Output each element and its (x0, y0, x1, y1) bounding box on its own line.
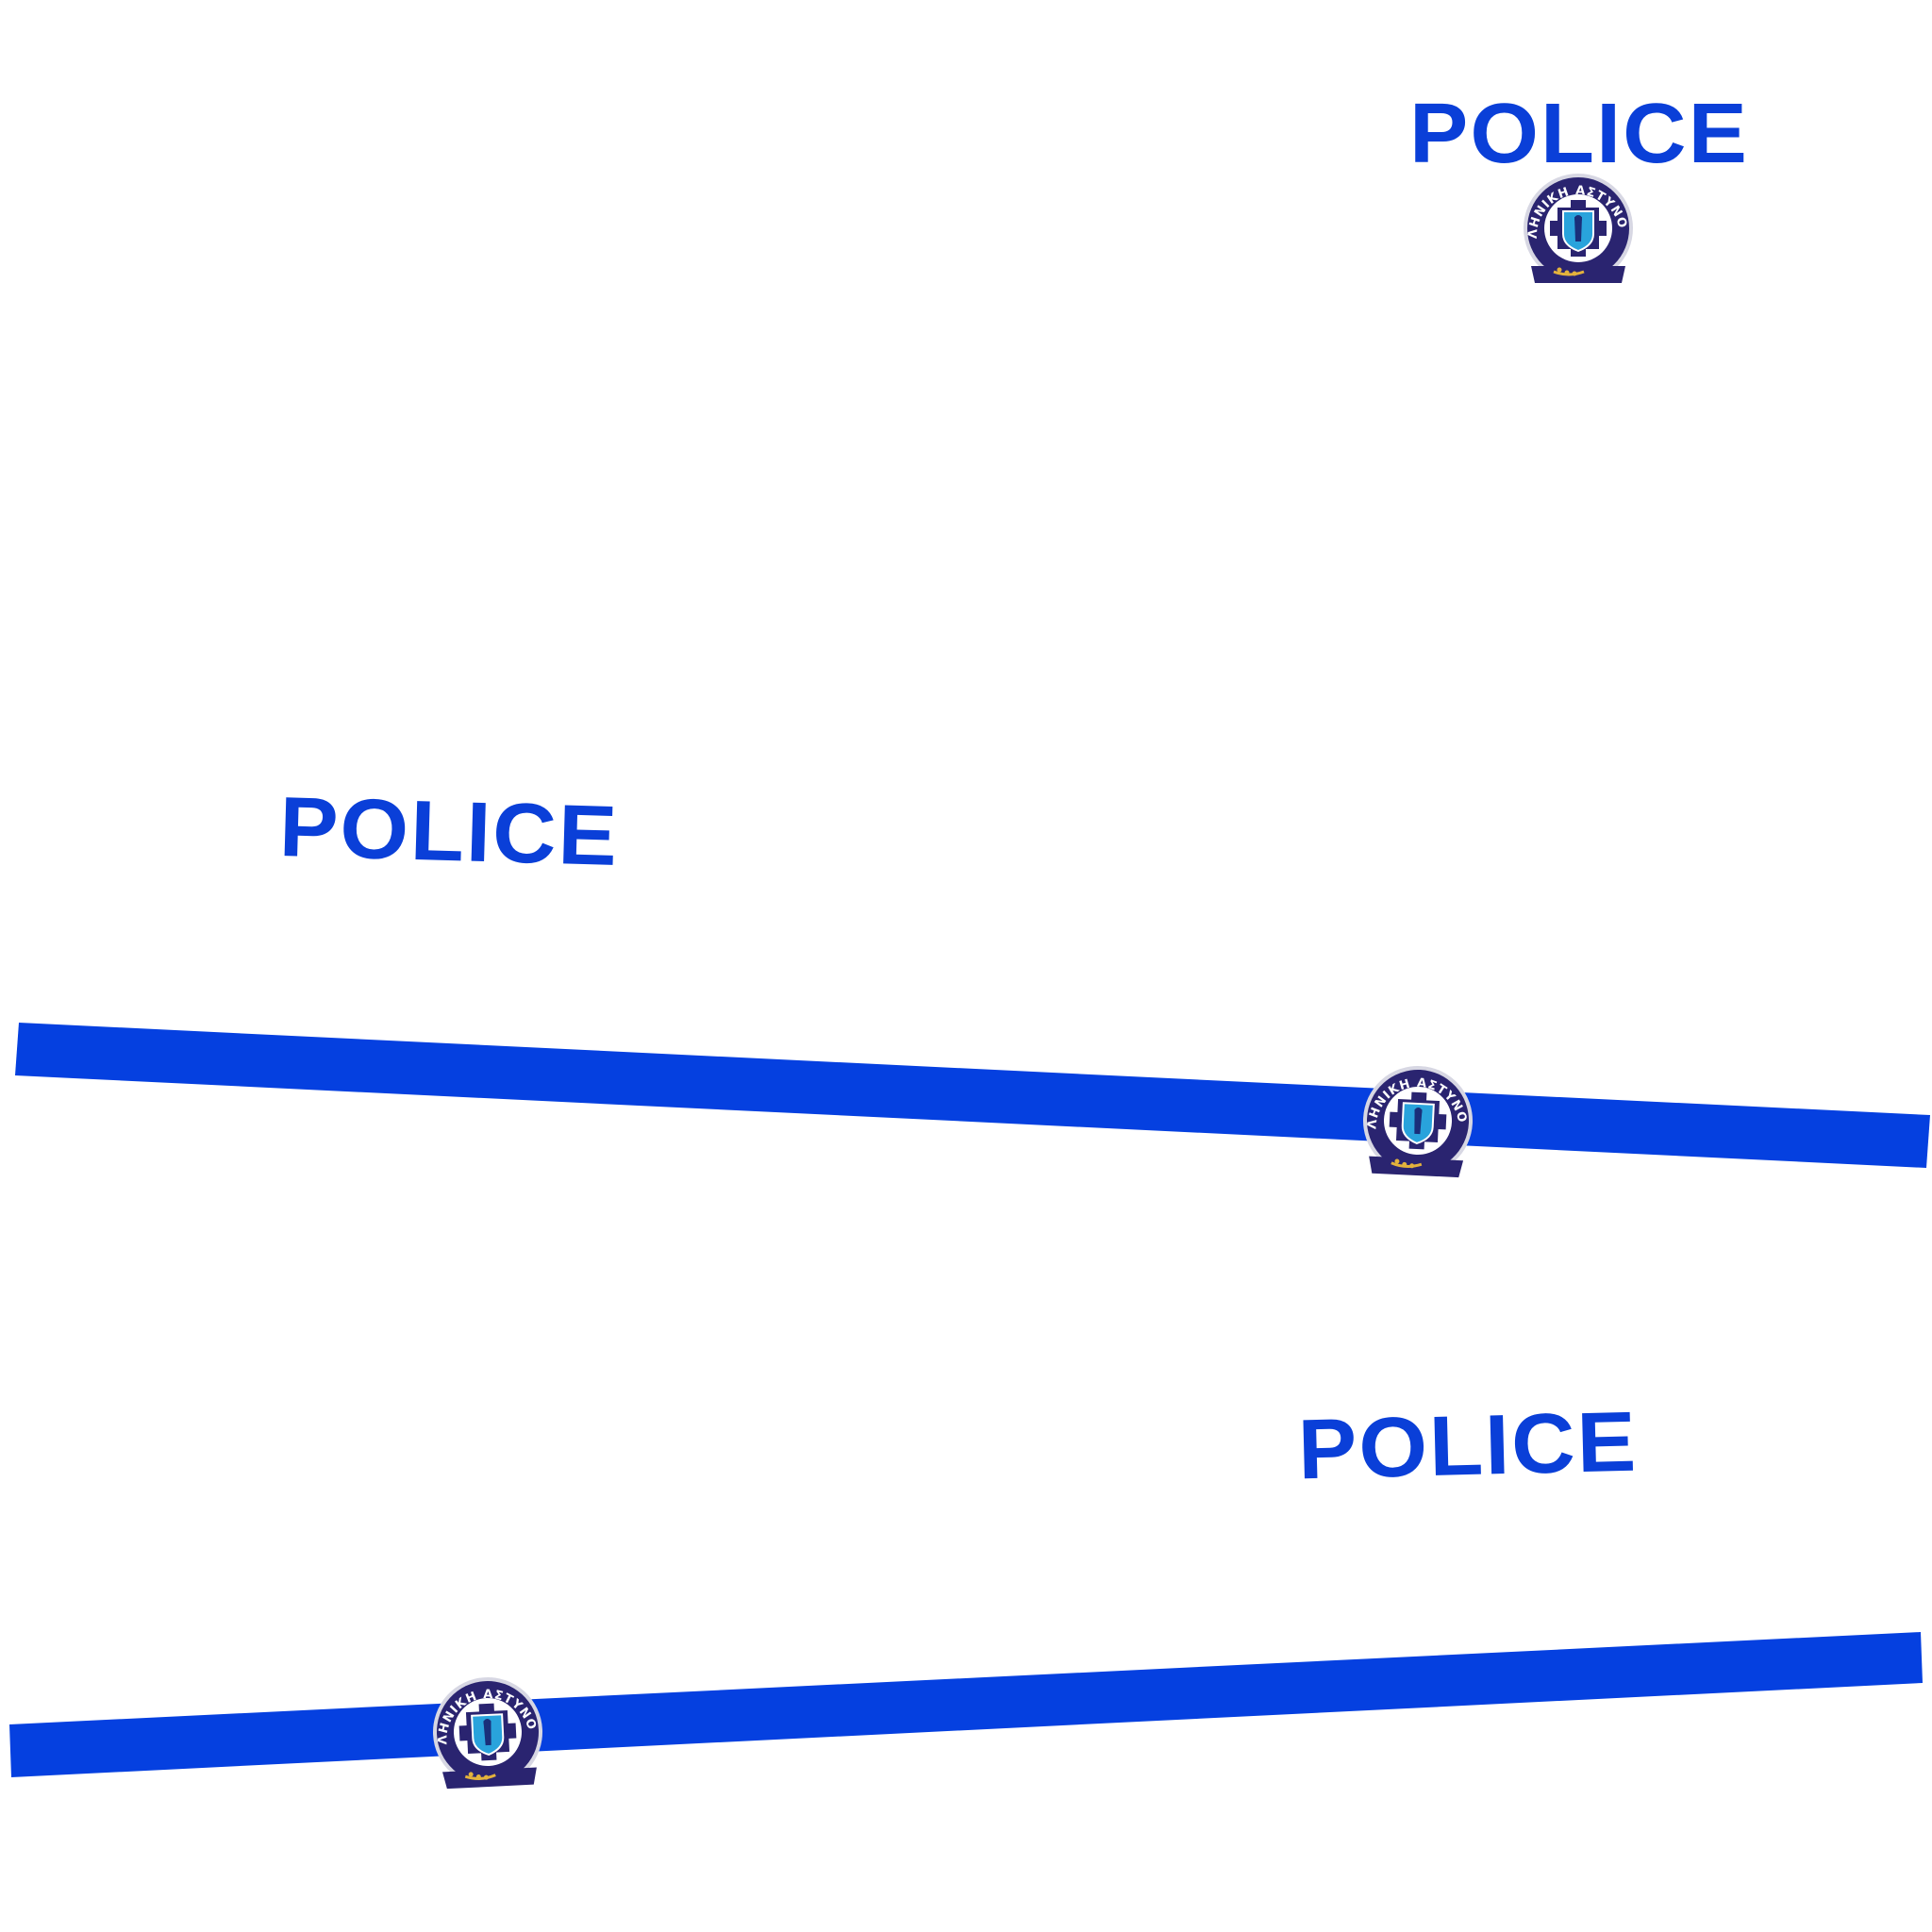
police-label-bottom: POLICE (1297, 1395, 1639, 1498)
police-label-top: POLICE (1409, 87, 1749, 181)
police-label-middle: POLICE (278, 780, 621, 884)
hellenic-police-emblem-icon: ΕΛΛΗΝΙΚΗ ΑΣΤΥΝΟΜΙΑ (1358, 1061, 1477, 1180)
stripe-lower (9, 1632, 1923, 1777)
hellenic-police-emblem-icon: ΕΛΛΗΝΙΚΗ ΑΣΤΥΝΟΜΙΑ (1522, 172, 1635, 285)
stripe-upper (15, 1023, 1930, 1168)
hellenic-police-emblem-icon: ΕΛΛΗΝΙΚΗ ΑΣΤΥΝΟΜΙΑ (428, 1673, 547, 1791)
